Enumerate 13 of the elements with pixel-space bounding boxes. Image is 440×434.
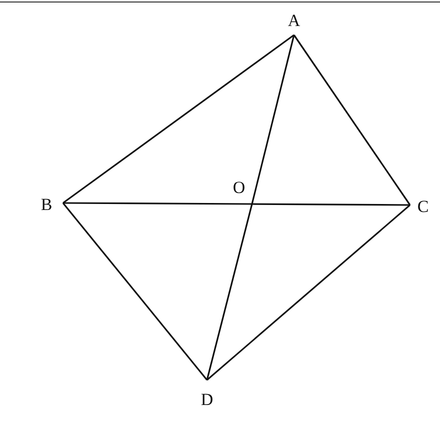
line-segment — [252, 203, 410, 206]
point-label: D — [197, 380, 217, 410]
line-segment — [62, 34, 294, 204]
line-segment — [206, 204, 253, 380]
line-segment — [62, 202, 208, 380]
line-segment — [206, 204, 411, 381]
line-segment — [251, 34, 295, 204]
line-segment — [293, 34, 411, 206]
point-label: C — [410, 197, 436, 221]
line-segment — [63, 202, 252, 205]
point-label: B — [30, 195, 63, 219]
point-label: A — [284, 11, 304, 35]
point-label: O — [226, 178, 252, 204]
